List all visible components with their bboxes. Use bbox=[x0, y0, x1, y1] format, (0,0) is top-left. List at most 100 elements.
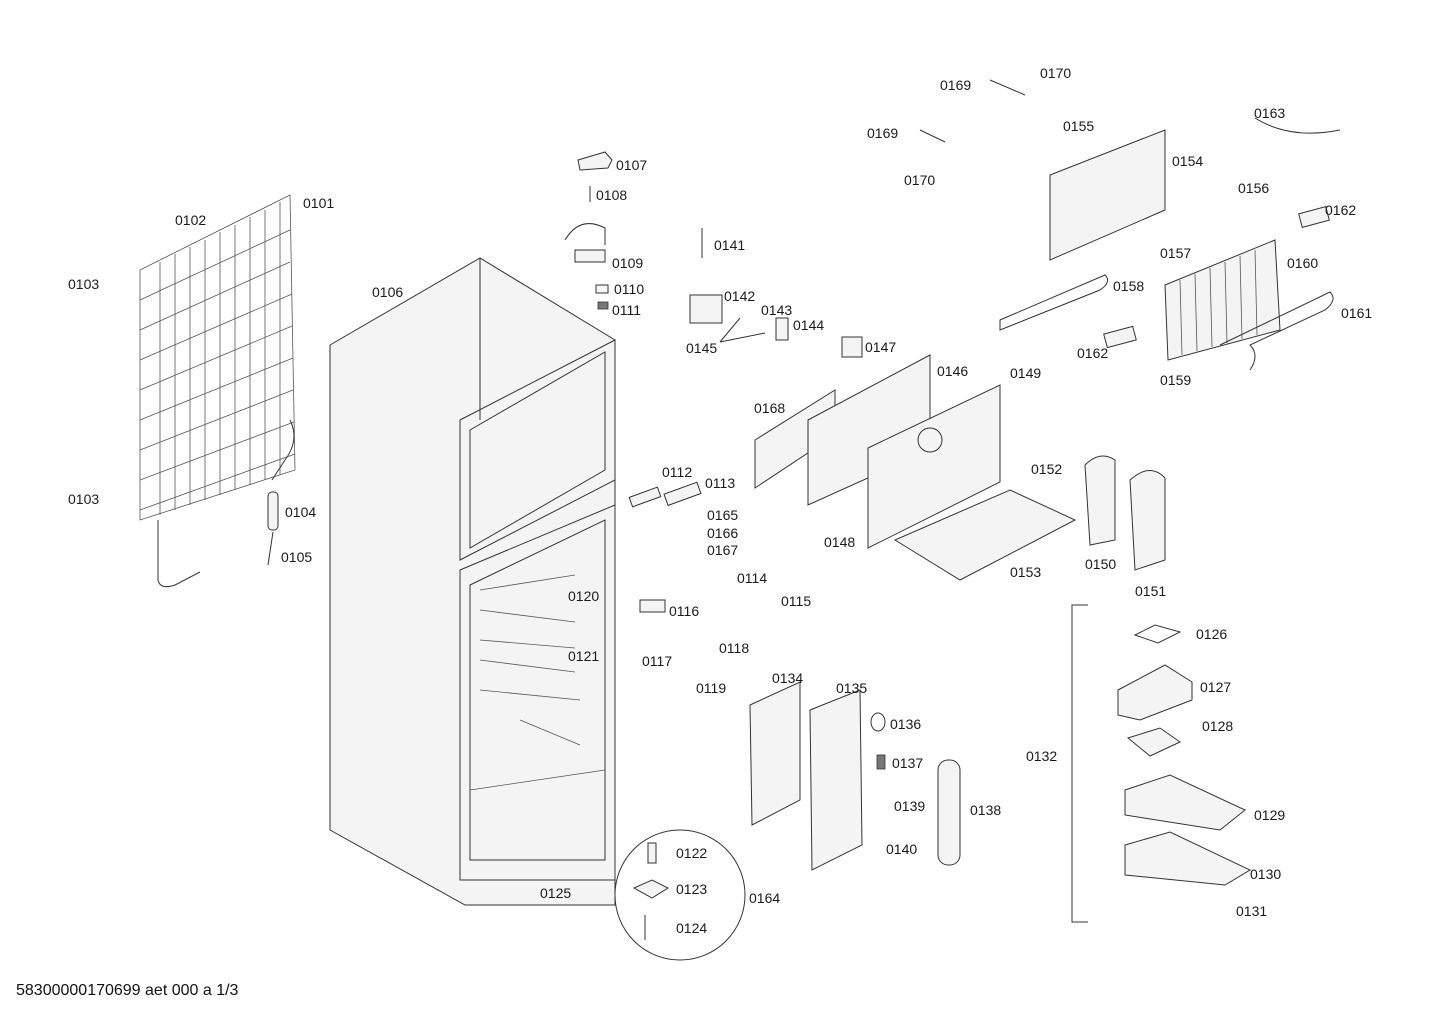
label-0109: 0109 bbox=[612, 255, 644, 271]
label-0106: 0106 bbox=[372, 284, 404, 300]
label-0152: 0152 bbox=[1031, 461, 1063, 477]
label-0162-bottom: 0162 bbox=[1077, 345, 1109, 361]
label-0155: 0155 bbox=[1063, 118, 1095, 134]
label-0139: 0139 bbox=[894, 798, 926, 814]
label-0108: 0108 bbox=[596, 187, 628, 203]
label-0107: 0107 bbox=[616, 157, 648, 173]
capillary-tube-shape bbox=[267, 531, 274, 566]
part-0134-shape bbox=[749, 681, 801, 826]
label-0126: 0126 bbox=[1196, 626, 1228, 642]
label-0136: 0136 bbox=[890, 716, 922, 732]
hardware-group-circle bbox=[614, 829, 746, 961]
part-0144-shape bbox=[775, 317, 789, 341]
label-0148: 0148 bbox=[824, 534, 856, 550]
part-0162-shape bbox=[1298, 206, 1330, 228]
label-0110: 0110 bbox=[614, 281, 645, 297]
label-0118: 0118 bbox=[719, 640, 750, 656]
part-0127-shape bbox=[1117, 664, 1193, 721]
part-0154-shape bbox=[1049, 129, 1166, 261]
label-0129: 0129 bbox=[1254, 807, 1286, 823]
label-0157: 0157 bbox=[1160, 245, 1192, 261]
condenser-coil bbox=[139, 194, 296, 588]
label-0144: 0144 bbox=[793, 317, 825, 333]
label-0149: 0149 bbox=[1010, 365, 1042, 381]
label-0130: 0130 bbox=[1250, 866, 1282, 882]
part-0147-shape bbox=[841, 336, 863, 358]
label-0124: 0124 bbox=[676, 920, 708, 936]
label-0131: 0131 bbox=[1236, 903, 1268, 919]
label-0163: 0163 bbox=[1254, 105, 1286, 121]
hinge-plate-shape bbox=[574, 249, 606, 263]
label-0146: 0146 bbox=[937, 363, 969, 379]
hinge-cover-shape bbox=[577, 151, 613, 171]
fridge-cabinet bbox=[329, 257, 616, 906]
label-0158: 0158 bbox=[1113, 278, 1145, 294]
label-0141: 0141 bbox=[714, 237, 746, 253]
label-0161: 0161 bbox=[1341, 305, 1373, 321]
label-0103-top: 0103 bbox=[68, 276, 100, 292]
part-0123-shape bbox=[632, 879, 670, 899]
label-0147: 0147 bbox=[865, 339, 897, 355]
part-0169-shapes bbox=[919, 79, 1026, 143]
label-0168: 0168 bbox=[754, 400, 786, 416]
part-0113-shape bbox=[663, 481, 702, 507]
label-0165: 0165 bbox=[707, 507, 739, 523]
label-0140: 0140 bbox=[886, 841, 918, 857]
label-0169-bottom: 0169 bbox=[867, 125, 899, 141]
label-0135: 0135 bbox=[836, 680, 868, 696]
part-0163-shape bbox=[1254, 117, 1341, 134]
part-0151-shape bbox=[1129, 470, 1166, 571]
label-0142: 0142 bbox=[724, 288, 756, 304]
label-0164: 0164 bbox=[749, 890, 781, 906]
label-0150: 0150 bbox=[1085, 556, 1117, 572]
assembly-bracket-line bbox=[1071, 604, 1088, 923]
label-0166: 0166 bbox=[707, 525, 739, 541]
label-0121: 0121 bbox=[568, 648, 600, 664]
label-0151: 0151 bbox=[1135, 583, 1167, 599]
part-0162b-shape bbox=[1103, 325, 1137, 349]
label-0114: 0114 bbox=[737, 570, 768, 586]
label-0125: 0125 bbox=[540, 885, 572, 901]
part-0116-shape bbox=[639, 599, 666, 613]
part-0136-shape bbox=[870, 712, 886, 732]
part-0130-shape bbox=[1124, 831, 1252, 886]
label-0104: 0104 bbox=[285, 504, 317, 520]
part-0137-shape bbox=[876, 754, 886, 770]
hinge-shape bbox=[564, 223, 606, 245]
label-0127: 0127 bbox=[1200, 679, 1232, 695]
label-0170-top: 0170 bbox=[1040, 65, 1072, 81]
label-0122: 0122 bbox=[676, 845, 708, 861]
label-0145: 0145 bbox=[686, 340, 718, 356]
heater-0158-shape bbox=[999, 274, 1109, 331]
filter-drier-shape bbox=[267, 491, 279, 531]
label-0101: 0101 bbox=[303, 195, 335, 211]
part-0129-shape bbox=[1124, 774, 1246, 831]
part-0128-shape bbox=[1126, 727, 1181, 757]
part-0110-shape bbox=[595, 284, 609, 294]
label-0102: 0102 bbox=[175, 212, 207, 228]
label-0154: 0154 bbox=[1172, 153, 1204, 169]
label-0132: 0132 bbox=[1026, 748, 1058, 764]
part-0111-shape bbox=[597, 301, 609, 310]
label-0167: 0167 bbox=[707, 542, 739, 558]
part-0122-shape bbox=[647, 842, 657, 864]
label-0143: 0143 bbox=[761, 302, 793, 318]
label-0128: 0128 bbox=[1202, 718, 1234, 734]
label-0170-bottom: 0170 bbox=[904, 172, 936, 188]
part-0142-shape bbox=[689, 294, 723, 324]
label-0134: 0134 bbox=[772, 670, 804, 686]
part-0153-shape bbox=[893, 489, 1077, 581]
label-0123: 0123 bbox=[676, 881, 708, 897]
label-0159: 0159 bbox=[1160, 372, 1192, 388]
label-0116: 0116 bbox=[669, 603, 700, 619]
label-0112: 0112 bbox=[662, 464, 693, 480]
label-0156: 0156 bbox=[1238, 180, 1270, 196]
part-0112-shape bbox=[628, 486, 662, 508]
label-0153: 0153 bbox=[1010, 564, 1042, 580]
label-0160: 0160 bbox=[1287, 255, 1319, 271]
label-0115: 0115 bbox=[781, 593, 812, 609]
label-0119: 0119 bbox=[696, 680, 727, 696]
label-0103-bottom: 0103 bbox=[68, 491, 100, 507]
part-0138-shape bbox=[937, 759, 961, 866]
